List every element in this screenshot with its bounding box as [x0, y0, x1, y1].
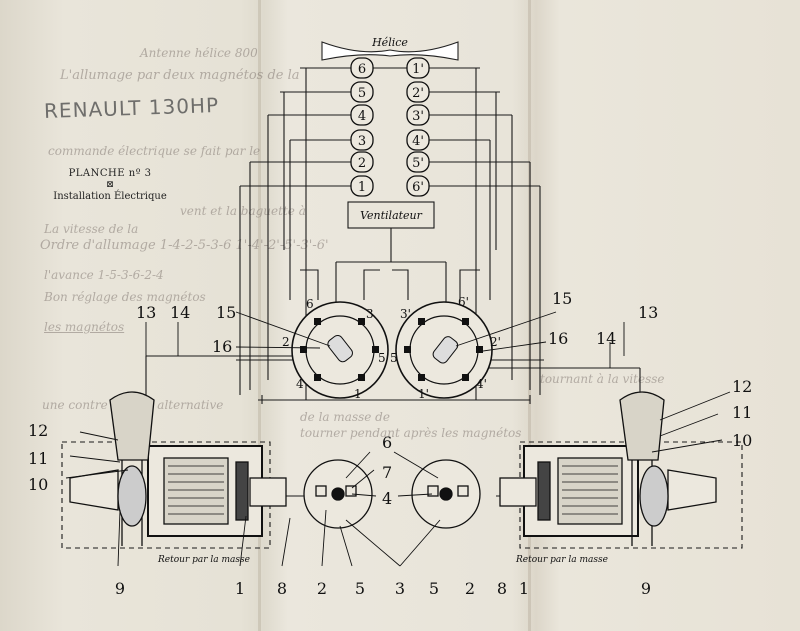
bottom-number: 3 [395, 579, 405, 598]
handwriting-line: L'allumage par deux magnétos de la [60, 68, 300, 83]
distributor-left [291, 301, 389, 399]
callout-13-right: 13 [638, 303, 658, 322]
contact-breaker-right [411, 459, 481, 529]
diagram-labels: Hélice Ventilateur Retour par la masse R… [28, 36, 752, 598]
handwriting-line: les magnétos [44, 320, 125, 334]
callout-15-left: 15 [216, 303, 236, 322]
cylinder-column-right: 1' 2' 3' 4' 5' 6' [406, 57, 430, 197]
ornament-icon: ⊠ [106, 180, 114, 190]
cylinder-label-left: 1 [358, 180, 366, 195]
propeller-label: Hélice [371, 36, 408, 49]
bottom-number: 9 [115, 579, 125, 598]
leader-lines [65, 311, 731, 567]
callout-14-right: 14 [596, 329, 616, 348]
handwriting-line: tourner pendant après les magnétos [300, 426, 522, 440]
ventilator-label: Ventilateur [360, 209, 423, 222]
plate-title-block: PLANCHE nº 3 ⊠ Installation Électrique [40, 168, 180, 202]
cylinder-label-right: 2' [412, 86, 424, 101]
callout-11-left: 11 [28, 449, 48, 468]
dist-left-label: 3 [366, 307, 374, 321]
callout-12-left: 12 [28, 421, 48, 440]
handwriting-line: l'avance 1-5-3-6-2-4 [44, 268, 164, 282]
bottom-number: 1 [235, 579, 245, 598]
dist-right-label: 5 [390, 351, 398, 365]
dist-right-label: 2' [490, 335, 501, 349]
distributor-right [395, 301, 493, 399]
dist-right-label: 3' [400, 307, 411, 321]
handwriting-line: La vitesse de la [44, 222, 139, 236]
handwriting-line: Antenne hélice 800 [140, 46, 258, 60]
handwriting-line: Ordre d'allumage 1-4-2-5-3-6 1'-4'-2'-5'… [40, 238, 329, 253]
dist-left-label: 2 [282, 335, 290, 349]
callout-10-left: 10 [28, 475, 48, 494]
cylinder-box-left [350, 81, 374, 103]
bottom-number: 5 [429, 579, 439, 598]
bottom-number: 1 [519, 579, 529, 598]
cylinder-box-left [350, 175, 374, 197]
callout-14-left: 14 [170, 303, 190, 322]
callout-16-left: 16 [212, 337, 232, 356]
propeller-icon [321, 41, 459, 61]
ground-return-label-left: Retour par la masse [157, 555, 250, 565]
cylinder-label-right: 6' [412, 180, 424, 195]
magneto-left [69, 391, 287, 546]
cylinder-box-left [350, 129, 374, 151]
callout-15-right: 15 [552, 289, 572, 308]
cylinder-label-left: 2 [358, 156, 366, 171]
bottom-number: 2 [317, 579, 327, 598]
callout-4-center: 4 [382, 489, 392, 508]
ground-return-label-right: Retour par la masse [515, 555, 608, 565]
callout-7-center: 7 [382, 463, 392, 482]
callout-10-right: 10 [732, 431, 752, 450]
contact-breaker-left [303, 459, 373, 529]
dist-right-label: 1' [418, 387, 429, 401]
cylinder-label-right: 5' [412, 156, 424, 171]
cylinder-box-right [406, 104, 430, 126]
handwriting-line: vent et la baguette à [180, 204, 306, 218]
callout-12-right: 12 [732, 377, 752, 396]
cylinder-label-right: 4' [412, 134, 424, 149]
cylinder-box-right [406, 175, 430, 197]
callout-6-center: 6 [382, 433, 392, 452]
cylinder-box-left [350, 57, 374, 79]
callout-16-right: 16 [548, 329, 568, 348]
cylinder-column-left: 6 5 4 3 2 1 [350, 57, 374, 197]
handwriting-line: tournant à la vitesse [540, 372, 665, 386]
cylinder-box-left [350, 104, 374, 126]
dist-left-label: 6 [306, 297, 314, 311]
bottom-number: 9 [641, 579, 651, 598]
bottom-number: 8 [497, 579, 507, 598]
handwriting-line: Bon réglage des magnétos [44, 290, 206, 304]
cylinder-label-left: 6 [358, 62, 366, 77]
cylinder-label-left: 5 [358, 86, 366, 101]
plate-subtitle: Installation Électrique [53, 191, 167, 202]
cylinder-box-right [406, 129, 430, 151]
cylinder-box-right [406, 81, 430, 103]
handwriting-line: de la masse de [300, 410, 390, 424]
cylinder-box-right [406, 151, 430, 173]
bottom-number: 8 [277, 579, 287, 598]
dist-left-label: 4 [296, 377, 304, 391]
cylinder-label-right: 1' [412, 62, 424, 77]
plate-heading: PLANCHE nº 3 [68, 168, 152, 179]
dist-left-label: 1 [354, 387, 362, 401]
dist-right-label: 6' [458, 295, 469, 309]
page-fold [258, 0, 261, 631]
callout-11-right: 11 [732, 403, 752, 422]
magneto-right [499, 391, 717, 546]
dist-left-label: 5 [378, 351, 386, 365]
cylinder-label-left: 3 [358, 134, 366, 149]
bottom-number: 2 [465, 579, 475, 598]
cylinder-box-right [406, 57, 430, 79]
handwriting-line: commande électrique se fait par le [48, 144, 261, 158]
cylinder-box-left [350, 151, 374, 173]
bottom-number: 5 [355, 579, 365, 598]
cylinder-label-right: 3' [412, 109, 424, 124]
dist-right-label: 4' [476, 377, 487, 391]
cylinder-label-left: 4 [358, 109, 366, 124]
callout-13-left: 13 [136, 303, 156, 322]
